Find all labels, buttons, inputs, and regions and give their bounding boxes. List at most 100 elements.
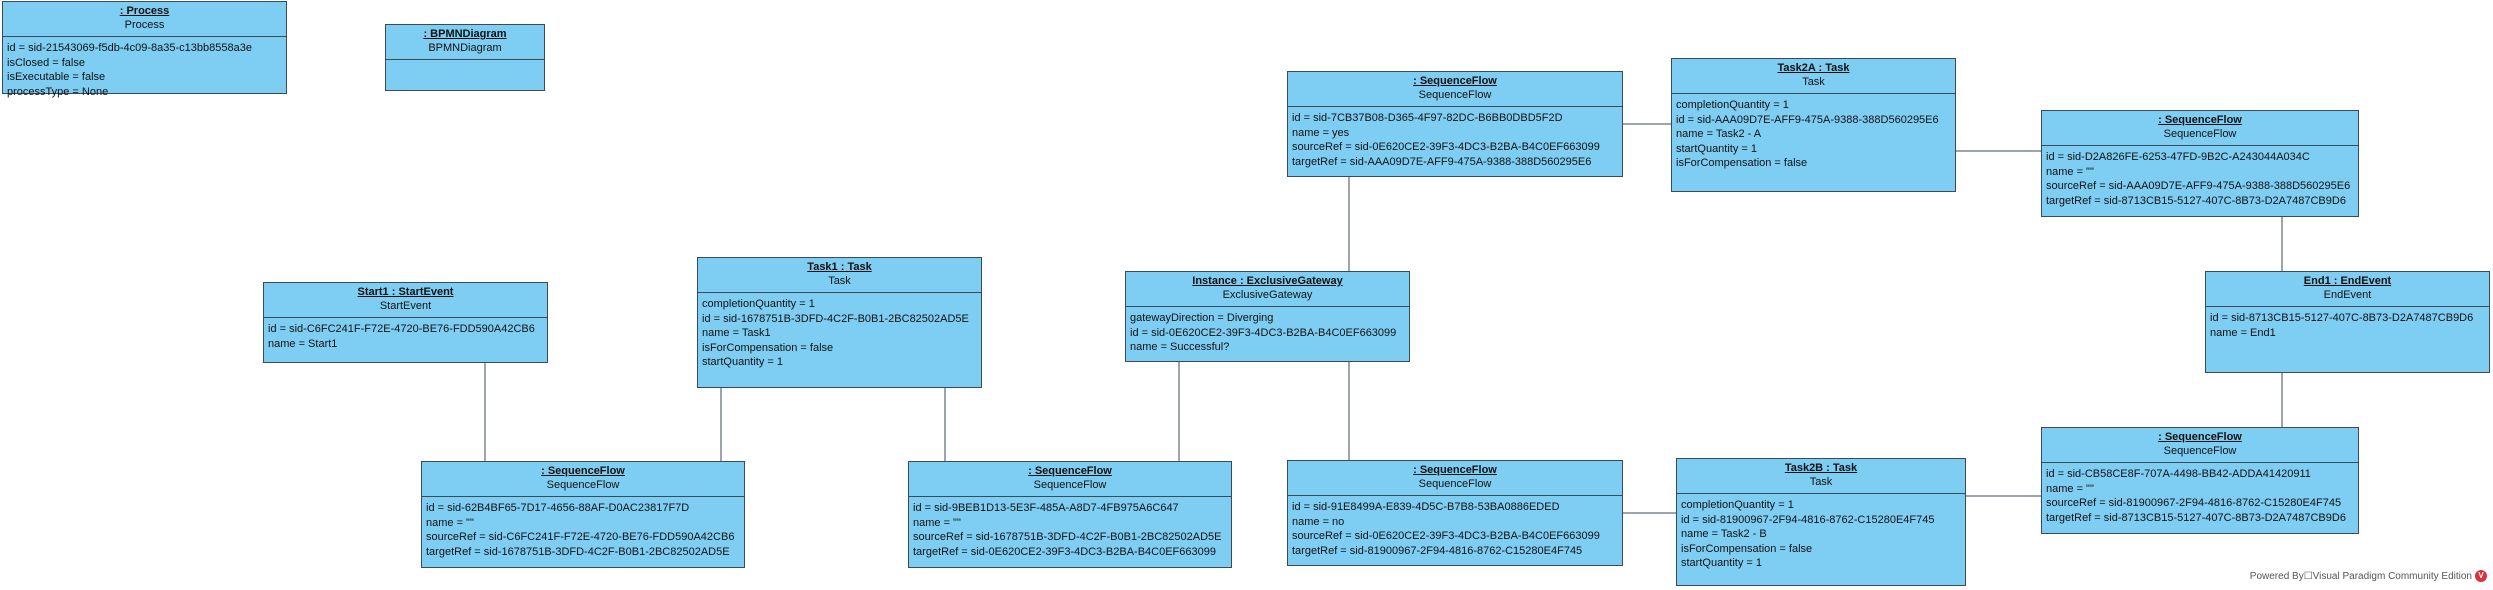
object-stereotype: Task (828, 275, 851, 287)
attribute-row: id = sid-91E8499A-E839-4D5C-B7B8-53BA088… (1292, 501, 1560, 513)
attribute-row: name = "" (913, 516, 961, 529)
attribute-row: startQuantity = 1 (702, 356, 784, 368)
attribute-row: id = sid-0E620CE2-39F3-4DC3-B2BA-B4C0EF6… (1130, 326, 1397, 339)
attribute-row: name = "" (426, 516, 474, 529)
attribute-row: id = sid-C6FC241F-F72E-4720-BE76-FDD590A… (268, 323, 535, 335)
object-stereotype: StartEvent (379, 300, 432, 312)
attribute-row: processType = None (7, 85, 109, 98)
object-title: : SequenceFlow (2158, 114, 2242, 126)
attribute-row: sourceRef = sid-1678751B-3DFD-4C2F-B0B1-… (913, 531, 1222, 543)
attribute-row: name = "" (2046, 482, 2094, 495)
object-attributes: id = sid-CB58CE8F-707A-4498-BB42-ADDA414… (2042, 463, 2358, 527)
object-title: : SequenceFlow (1413, 464, 1497, 476)
attribute-row: name = Task2 - B (1681, 528, 1767, 540)
object-attributes: id = sid-21543069-f5db-4c09-8a35-c13bb85… (3, 37, 286, 101)
object-title: Task2B : Task (1784, 462, 1858, 474)
object-stereotype: SequenceFlow (2163, 128, 2237, 140)
attribute-row: sourceRef = sid-AAA09D7E-AFF9-475A-9388-… (2046, 180, 2351, 192)
attribute-row: name = Successful? (1130, 341, 1230, 353)
attribute-row: name = yes (1292, 126, 1350, 139)
object-title: : SequenceFlow (1028, 465, 1112, 477)
object-attributes: completionQuantity = 1 id = sid-81900967-… (1677, 494, 1965, 573)
object-stereotype: SequenceFlow (1418, 478, 1492, 490)
attribute-row: completionQuantity = 1 (1676, 99, 1789, 111)
attribute-row: id = sid-AAA09D7E-AFF9-475A-9388-388D560… (1676, 113, 1939, 126)
attribute-row: isClosed = false (7, 56, 85, 69)
attribute-row: id = sid-81900967-2F94-4816-8762-C15280E… (1681, 513, 1935, 526)
attribute-row: startQuantity = 1 (1681, 557, 1763, 569)
object-attributes: id = sid-8713CB15-5127-407C-8B73-D2A7487… (2206, 307, 2489, 342)
object-stereotype: SequenceFlow (1418, 89, 1492, 101)
attribute-row: id = sid-21543069-f5db-4c09-8a35-c13bb85… (7, 42, 252, 54)
powered-by-footer: Powered By☐Visual Paradigm Community Edi… (2250, 570, 2487, 582)
object-attributes (386, 60, 544, 66)
attribute-row: isForCompensation = false (1681, 542, 1813, 555)
object-stereotype: Process (124, 19, 165, 31)
object-stereotype: BPMNDiagram (428, 42, 502, 54)
object-title: : Process (119, 5, 170, 17)
object-title: Task1 : Task (807, 261, 872, 273)
attribute-row: gatewayDirection = Diverging (1130, 312, 1274, 324)
attribute-row: name = Start1 (268, 337, 338, 350)
attribute-row: isForCompensation = false (1676, 157, 1808, 169)
attribute-row: targetRef = sid-8713CB15-5127-407C-8B73-… (2046, 511, 2346, 524)
object-attributes: completionQuantity = 1 id = sid-AAA09D7E-… (1672, 94, 1955, 173)
powered-by-text: Powered By☐Visual Paradigm Community Edi… (2249, 570, 2472, 582)
attribute-row: targetRef = sid-1678751B-3DFD-4C2F-B0B1-… (426, 545, 730, 558)
attribute-row: name = "" (2046, 165, 2094, 178)
object-title: Task2A : Task (1777, 62, 1850, 74)
attribute-row: sourceRef = sid-81900967-2F94-4816-8762-… (2046, 497, 2342, 509)
attribute-row: id = sid-D2A826FE-6253-47FD-9B2C-A243044… (2046, 151, 2310, 163)
attribute-row: id = sid-8713CB15-5127-407C-8B73-D2A7487… (2210, 312, 2474, 324)
object-stereotype: SequenceFlow (546, 479, 620, 491)
object-attributes: gatewayDirection = Diverging id = sid-0E6… (1126, 307, 1409, 357)
attribute-row: id = sid-62B4BF65-7D17-4656-88AF-D0AC238… (426, 502, 690, 514)
attribute-row: isExecutable = false (7, 71, 106, 83)
attribute-row: completionQuantity = 1 (702, 298, 815, 310)
object-title: : BPMNDiagram (423, 28, 507, 40)
attribute-row: id = sid-9BEB1D13-5E3F-485A-A8D7-4FB975A… (913, 502, 1179, 514)
attribute-row: name = Task2 - A (1676, 128, 1762, 140)
attribute-row: completionQuantity = 1 (1681, 499, 1794, 511)
attribute-row: sourceRef = sid-C6FC241F-F72E-4720-BE76-… (426, 531, 735, 543)
attribute-row: id = sid-7CB37B08-D365-4F97-82DC-B6BB0DB… (1292, 112, 1563, 124)
attribute-row: targetRef = sid-81900967-2F94-4816-8762-… (1292, 544, 1583, 557)
object-title: End1 : EndEvent (2303, 275, 2392, 287)
object-stereotype: SequenceFlow (2163, 445, 2237, 457)
object-attributes: id = sid-7CB37B08-D365-4F97-82DC-B6BB0DB… (1288, 107, 1622, 171)
object-title: : SequenceFlow (1413, 75, 1497, 87)
object-stereotype: ExclusiveGateway (1222, 289, 1313, 301)
attribute-row: isForCompensation = false (702, 341, 834, 354)
attribute-row: name = no (1292, 515, 1345, 528)
attribute-row: targetRef = sid-8713CB15-5127-407C-8B73-… (2046, 194, 2346, 207)
object-stereotype: SequenceFlow (1033, 479, 1107, 491)
object-stereotype: EndEvent (2323, 289, 2372, 301)
